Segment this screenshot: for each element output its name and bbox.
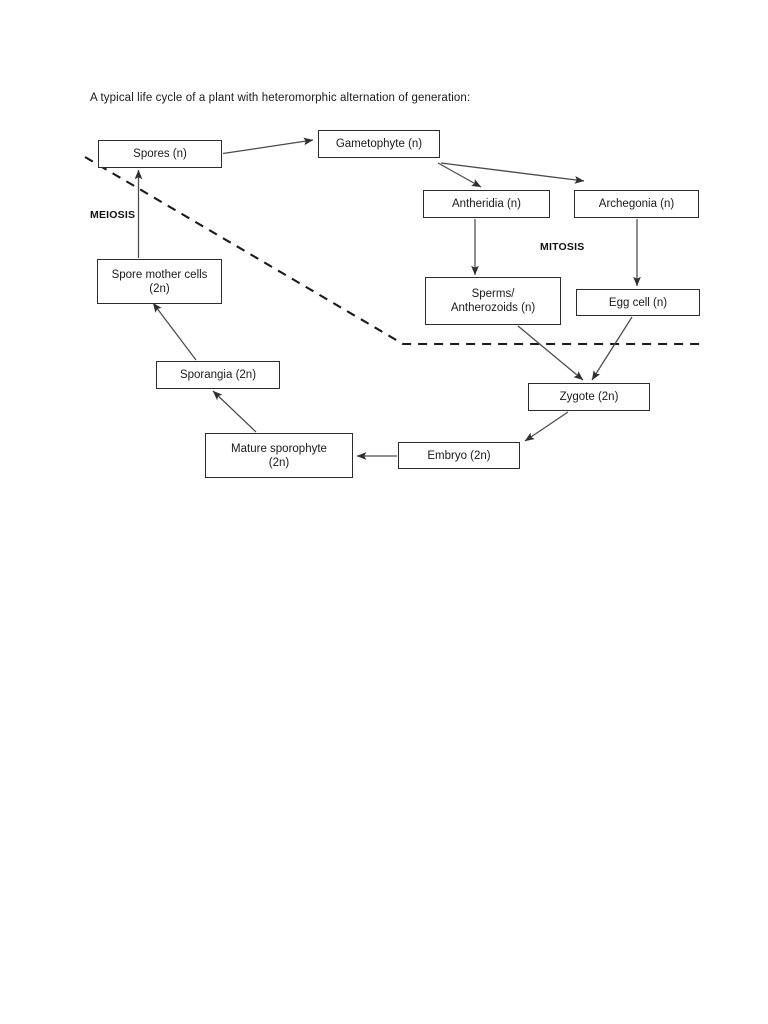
- node-spores[interactable]: Spores (n): [98, 140, 222, 168]
- node-sperms-antherozoids-label: Sperms/ Antherozoids (n): [450, 288, 536, 314]
- node-sperms-antherozoids[interactable]: Sperms/ Antherozoids (n): [425, 277, 561, 325]
- node-antheridia[interactable]: Antheridia (n): [423, 190, 550, 218]
- node-archegonia[interactable]: Archegonia (n): [574, 190, 699, 218]
- node-zygote[interactable]: Zygote (2n): [528, 383, 650, 411]
- node-spore-mother-cells-label: Spore mother cells (2n): [111, 268, 208, 295]
- node-sporangia-label: Sporangia (2n): [179, 369, 257, 381]
- node-zygote-label: Zygote (2n): [559, 391, 619, 403]
- node-archegonia-label: Archegonia (n): [598, 198, 675, 210]
- edge-zygote-to-embryo: [524, 411, 569, 442]
- node-gametophyte-label: Gametophyte (n): [335, 138, 423, 150]
- node-egg-cell[interactable]: Egg cell (n): [576, 289, 700, 316]
- node-antheridia-label: Antheridia (n): [451, 198, 522, 210]
- edge-eggcell-to-zygote: [591, 316, 633, 381]
- node-gametophyte[interactable]: Gametophyte (n): [318, 130, 440, 158]
- edge-gametophyte-to-antheridia: [437, 162, 482, 188]
- edge-mature-sporophyte-to-sporangia: [212, 390, 257, 433]
- node-mature-sporophyte[interactable]: Mature sporophyte (2n): [205, 433, 353, 478]
- stage-label-mitosis: MITOSIS: [540, 241, 585, 253]
- node-egg-cell-label: Egg cell (n): [608, 296, 668, 309]
- page-title: A typical life cycle of a plant with het…: [90, 92, 471, 104]
- node-spore-mother-cells[interactable]: Spore mother cells (2n): [97, 259, 222, 304]
- edge-sporangia-to-spore-mother-cells: [152, 302, 197, 361]
- node-spores-label: Spores (n): [133, 148, 187, 160]
- edge-sperms-to-zygote: [517, 325, 584, 381]
- stage-label-meiosis: MEIOSIS: [90, 209, 136, 221]
- node-sporangia[interactable]: Sporangia (2n): [156, 361, 280, 389]
- edge-spores-to-gametophyte: [222, 137, 314, 155]
- node-mature-sporophyte-label: Mature sporophyte (2n): [231, 442, 327, 469]
- node-embryo[interactable]: Embryo (2n): [398, 442, 520, 469]
- node-embryo-label: Embryo (2n): [427, 449, 491, 462]
- edge-gametophyte-to-archegonia: [440, 162, 585, 184]
